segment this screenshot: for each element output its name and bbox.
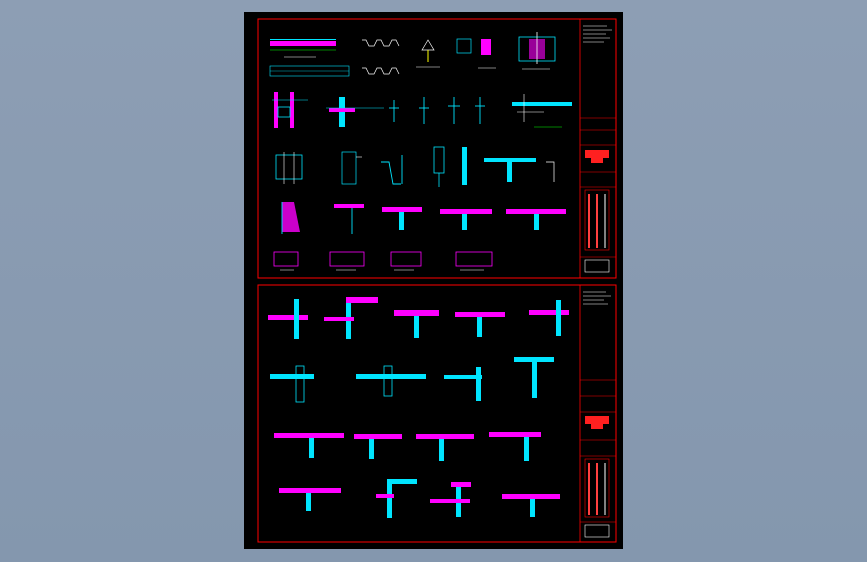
conn-detail-17 (502, 494, 560, 517)
detail-stiffener-row (389, 97, 485, 124)
detail-deck-beam-1 (382, 207, 422, 230)
sheet-bottom-title-block (579, 284, 617, 543)
detail-column-box-1 (518, 32, 556, 70)
conn-detail-14 (279, 488, 341, 511)
detail-beam-column-2 (326, 97, 384, 127)
conn-detail-3 (394, 310, 439, 338)
conn-detail-13 (489, 432, 541, 461)
conn-detail-8 (444, 367, 482, 401)
conn-detail-12 (416, 434, 474, 461)
sheet-bottom (257, 284, 617, 543)
sheet-bottom-title-block-rows (580, 379, 616, 523)
detail-haunch-2 (334, 204, 364, 234)
detail-deck-beam-3 (506, 209, 566, 230)
detail-deck-edge-1 (512, 94, 572, 128)
detail-stud-2 (456, 38, 496, 69)
conn-detail-5 (529, 300, 569, 336)
detail-beam-column-1 (272, 92, 308, 128)
conn-detail-4 (455, 312, 505, 337)
detail-plate-section (341, 151, 362, 185)
sheet-bottom-title-block-notes (583, 291, 611, 305)
sheet-top-title-block-rows (580, 117, 616, 258)
conn-detail-11 (354, 434, 402, 459)
detail-deck-profile-1 (362, 39, 400, 75)
detail-column-section-2 (275, 152, 303, 184)
conn-detail-15 (376, 479, 417, 518)
sheet-bottom-frame (257, 284, 617, 543)
detail-stud-1 (416, 39, 440, 68)
sheet-top-title-block (579, 18, 617, 279)
detail-deck-section-2 (484, 158, 555, 182)
cad-drawing-canvas[interactable] (244, 12, 623, 549)
sheet-top-frame (257, 18, 617, 279)
sheet-top-title-block-notes (583, 25, 612, 43)
conn-detail-2 (324, 297, 378, 339)
conn-detail-9 (514, 357, 554, 398)
detail-bracket-1 (381, 155, 403, 185)
conn-detail-6 (270, 365, 314, 403)
sheet-top-logo-block (584, 150, 610, 273)
detail-deck-beam-2 (440, 209, 492, 230)
detail-haunch-1 (281, 202, 300, 234)
conn-detail-7 (356, 365, 426, 397)
conn-detail-10 (274, 433, 344, 458)
drawing-paper[interactable] (244, 12, 623, 549)
conn-detail-16 (430, 482, 471, 517)
conn-detail-1 (268, 299, 308, 339)
detail-t-column-1 (433, 146, 467, 187)
sheet-bottom-logo-block (584, 416, 610, 538)
sheet-top-label-row (273, 251, 493, 271)
detail-deck-section-1 (269, 39, 350, 77)
sheet-top (257, 18, 617, 279)
